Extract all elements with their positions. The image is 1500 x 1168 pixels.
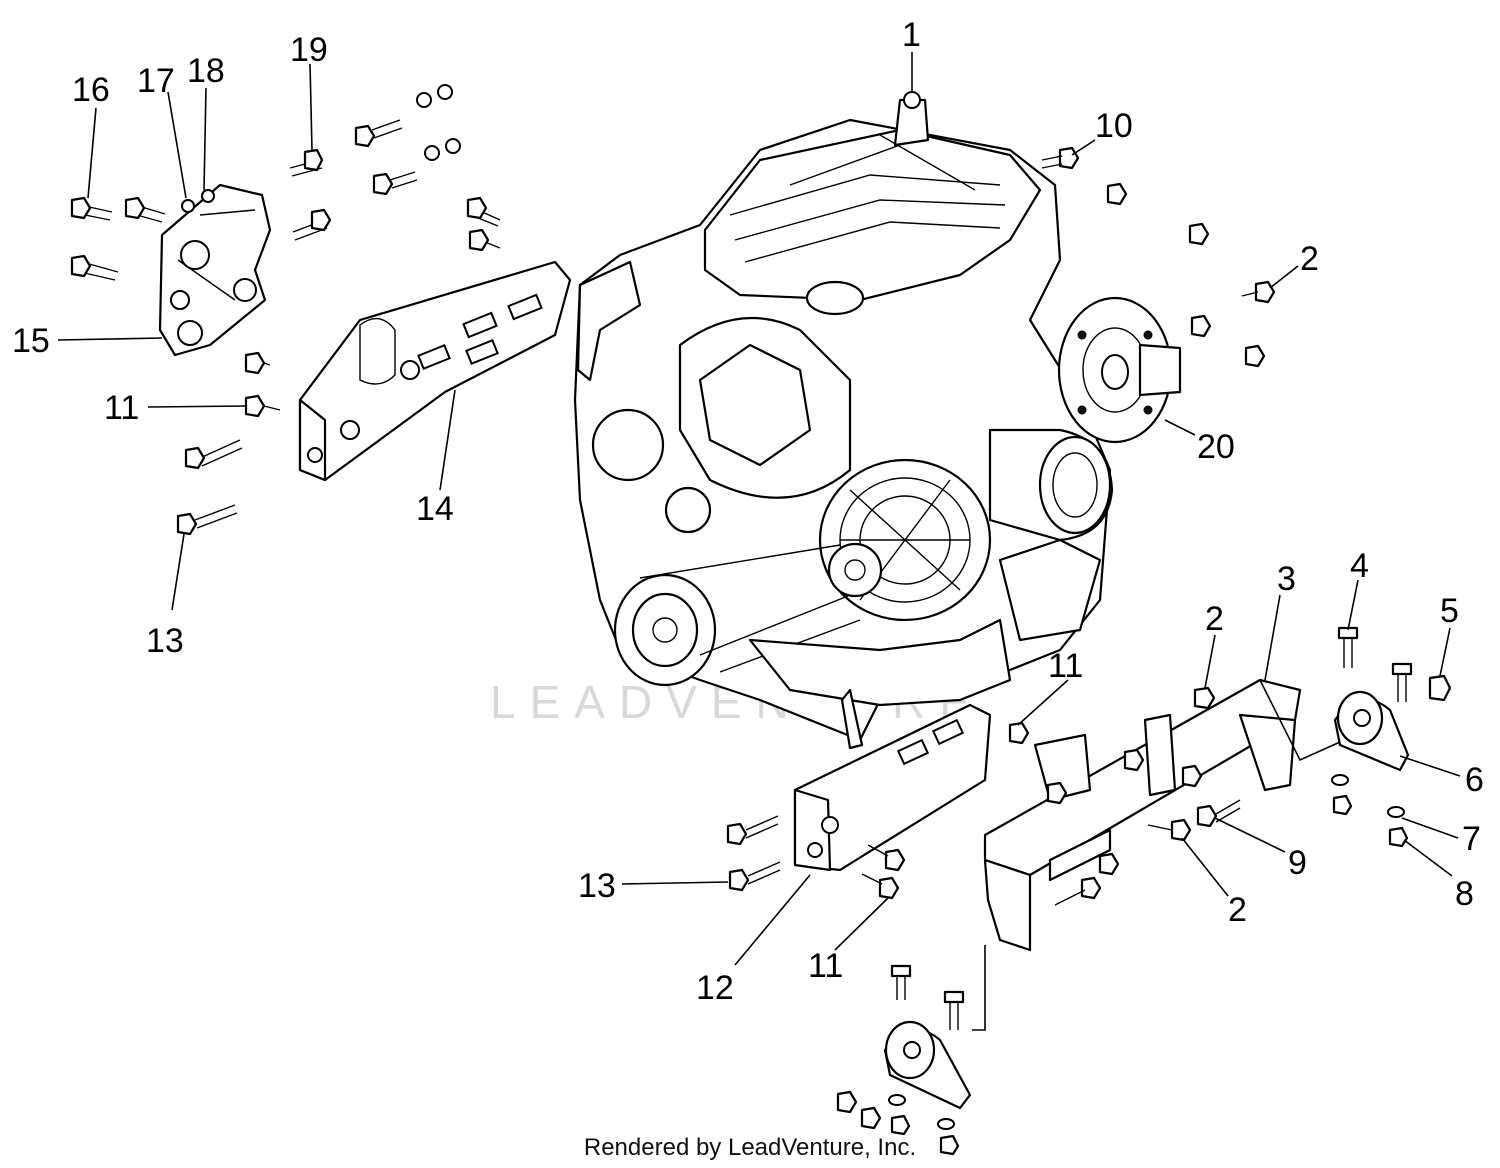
- callout-2-lower: 2: [1228, 891, 1247, 929]
- callout-9: 9: [1288, 844, 1307, 882]
- isolator-mount-upper: [1333, 690, 1410, 772]
- right-side-plate: [793, 703, 1092, 872]
- callout-16: 16: [72, 71, 110, 109]
- flywheel-adapter: [1057, 296, 1182, 444]
- callout-12: 12: [696, 969, 734, 1007]
- engine-assembly: [573, 91, 1114, 750]
- isolator-mount-lower: [883, 1020, 972, 1110]
- callout-1: 1: [902, 16, 921, 54]
- callout-4: 4: [1350, 547, 1369, 585]
- callout-labels: 1 10 2 20 16 17 18 19 15 11 14 13 11 2 3…: [12, 16, 1484, 1007]
- callout-14: 14: [416, 490, 454, 528]
- callout-13-left: 13: [146, 622, 184, 660]
- callout-3: 3: [1277, 560, 1296, 598]
- fastener-hardware: [70, 84, 1452, 1156]
- callout-7: 7: [1462, 820, 1481, 858]
- callout-11-mid: 11: [1048, 647, 1083, 685]
- callout-19: 19: [290, 31, 328, 69]
- callout-11-left: 11: [104, 389, 139, 427]
- left-mount-bracket: [158, 183, 272, 357]
- callout-13-right: 13: [578, 867, 616, 905]
- callout-15: 15: [12, 322, 50, 360]
- callout-17: 17: [137, 62, 175, 100]
- callout-18: 18: [187, 52, 225, 90]
- callout-5: 5: [1440, 592, 1459, 630]
- leader-lines: [57, 52, 1461, 1031]
- footer-credit: Rendered by LeadVenture, Inc.: [583, 1134, 917, 1161]
- engine-frame-rail: [983, 678, 1302, 952]
- callout-8: 8: [1455, 875, 1474, 913]
- callout-6: 6: [1465, 761, 1484, 799]
- callout-2-mid: 2: [1205, 600, 1224, 638]
- callout-10: 10: [1095, 107, 1133, 145]
- left-side-plate: [298, 260, 572, 482]
- callout-11-lower: 11: [808, 947, 843, 985]
- callout-20: 20: [1197, 428, 1235, 466]
- callout-2-upper: 2: [1300, 240, 1319, 278]
